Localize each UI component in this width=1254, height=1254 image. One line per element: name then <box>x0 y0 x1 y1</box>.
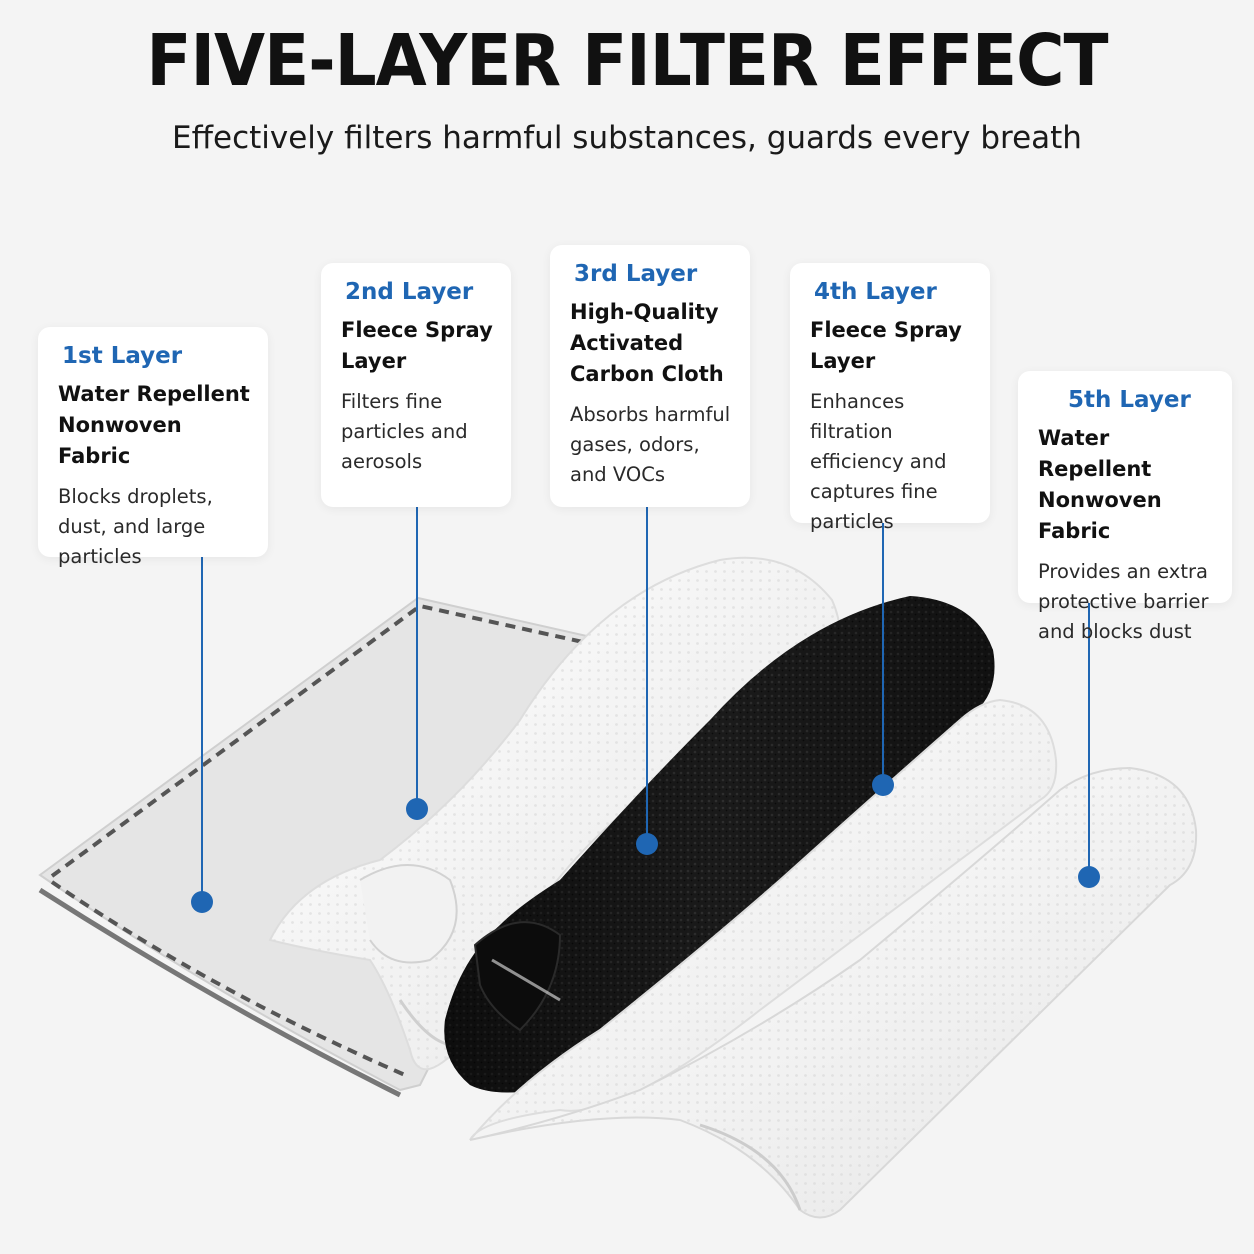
layer-2-description: Filters fine particles and aerosols <box>341 390 468 473</box>
layer-4-card: 4th Layer Fleece Spray Layer Enhances fi… <box>790 263 990 533</box>
layer-5-sheet <box>469 766 1198 1219</box>
layer-4-label: 4th Layer <box>814 279 937 305</box>
layer-2-card: 2nd Layer Fleece Spray Layer Filters fin… <box>321 263 511 507</box>
layer-3-card: 3rd Layer High-Quality Activated Carbon … <box>550 245 750 507</box>
layer-4-name: Fleece Spray Layer <box>810 318 962 373</box>
layer-5-card: 5th Layer Water Repellent Nonwoven Fabri… <box>1018 371 1232 643</box>
layer-4-sheet <box>469 698 1058 1141</box>
layer-2-label: 2nd Layer <box>345 279 474 305</box>
layer-4-description: Enhances filtration efficiency and captu… <box>810 390 947 533</box>
layer-1-label: 1st Layer <box>62 343 183 369</box>
callout-lines <box>191 507 1100 913</box>
callout-dot-3 <box>636 833 658 855</box>
callout-dot-5 <box>1078 866 1100 888</box>
callout-dot-2 <box>406 798 428 820</box>
layer-1-card: 1st Layer Water Repellent Nonwoven Fabri… <box>38 327 268 568</box>
layer-2-name: Fleece Spray Layer <box>341 318 493 373</box>
callout-dot-4 <box>872 774 894 796</box>
layer-3-label: 3rd Layer <box>574 261 698 287</box>
layer-1-description: Blocks droplets, dust, and large particl… <box>58 485 213 568</box>
layer-1-name: Water Repellent Nonwoven Fabric <box>58 382 250 468</box>
callout-dot-1 <box>191 891 213 913</box>
layer-5-description: Provides an extra protective barrier and… <box>1038 560 1209 643</box>
page-subtitle: Effectively filters harmful substances, … <box>172 120 1082 156</box>
layer-5-name: Water Repellent Nonwoven Fabric <box>1038 426 1162 543</box>
layer-3-sheet <box>444 596 995 1093</box>
layer-3-name: High-Quality Activated Carbon Cloth <box>570 300 724 386</box>
page-title: FIVE-LAYER FILTER EFFECT <box>146 18 1108 103</box>
layer-5-label: 5th Layer <box>1068 387 1191 413</box>
layer-1-sheet <box>38 596 642 1098</box>
layer-3-description: Absorbs harmful gases, odors, and VOCs <box>570 403 731 486</box>
